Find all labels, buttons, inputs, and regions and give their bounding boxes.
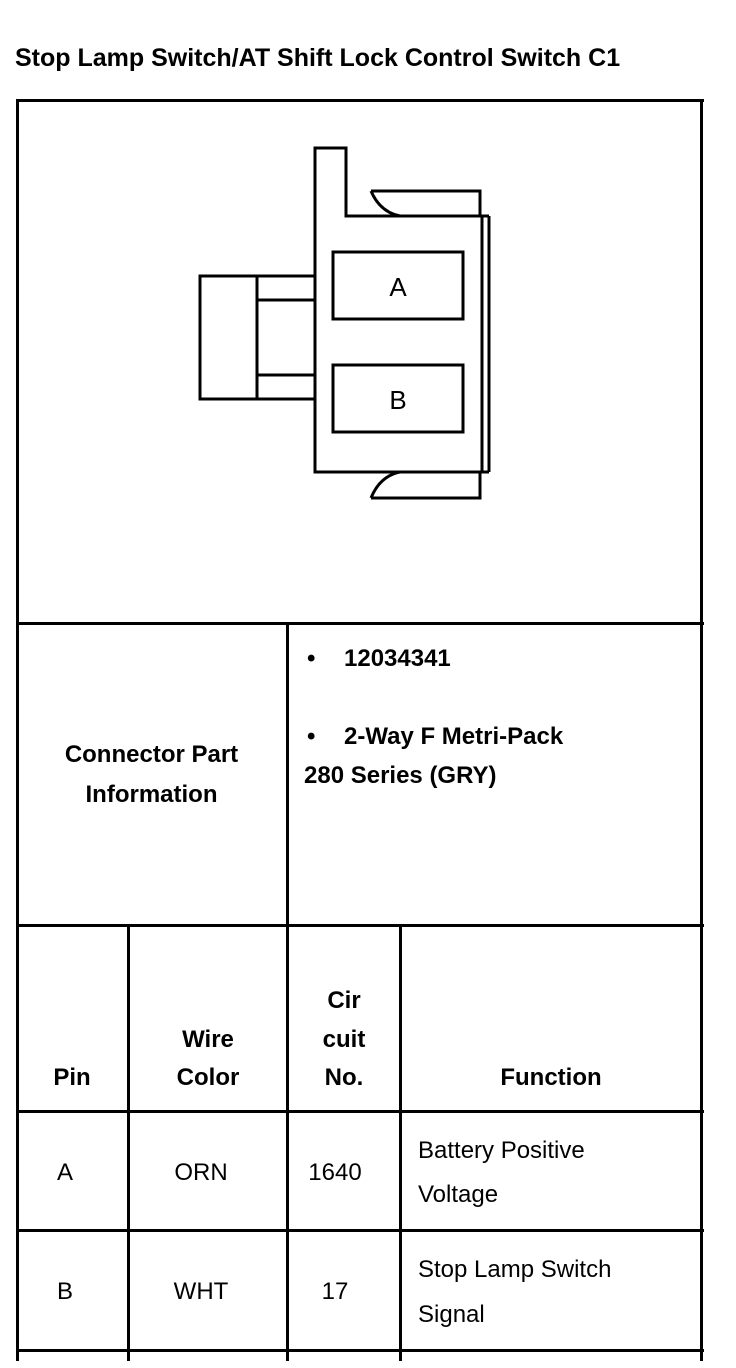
- row-b-pin: B: [56, 1278, 73, 1305]
- connector-info-label-1: Connector Part: [64, 741, 239, 768]
- divider-diagram-bottom: [17, 622, 704, 625]
- row-b-circuit: 17: [321, 1278, 349, 1305]
- header-circuit-3: No.: [324, 1064, 364, 1091]
- pin-a-label: A: [389, 272, 407, 302]
- header-wire-color-1: Wire: [182, 1026, 234, 1053]
- header-circuit-2: cuit: [322, 1026, 366, 1053]
- row-a-pin: A: [56, 1159, 73, 1186]
- bullet-1: •: [307, 645, 316, 672]
- divider-header-bottom: [17, 1110, 704, 1113]
- table-top-border: [17, 99, 704, 102]
- connector-top-latch: [369, 189, 482, 218]
- header-pin: Pin: [53, 1064, 91, 1091]
- connector-description-2: 280 Series (GRY): [304, 762, 497, 789]
- pin-cavity-a: [331, 250, 465, 321]
- divider-function-column: [399, 925, 402, 1361]
- row-b-wire-color: WHT: [173, 1278, 229, 1305]
- pin-b-label: B: [389, 385, 407, 415]
- divider-connector-bottom: [17, 924, 704, 927]
- header-function: Function: [500, 1064, 602, 1091]
- row-a-function-1: Battery Positive: [418, 1137, 585, 1164]
- table-right-border: [700, 99, 703, 1361]
- row-b-function-2: Signal: [418, 1301, 485, 1328]
- pin-cavity-b: [331, 363, 465, 434]
- divider-pin-column: [127, 925, 130, 1361]
- bullet-2: •: [307, 723, 316, 750]
- divider-row-a-bottom: [17, 1229, 704, 1232]
- row-a-circuit: 1640: [308, 1159, 362, 1186]
- part-number: 12034341: [344, 645, 451, 672]
- divider-connector-column: [286, 623, 289, 1361]
- connector-info-label-2: Information: [85, 781, 218, 808]
- connector-description-1: 2-Way F Metri-Pack: [344, 723, 564, 750]
- row-a-function-2: Voltage: [418, 1181, 499, 1208]
- table-bottom-border: [17, 1349, 704, 1352]
- row-b-function-1: Stop Lamp Switch: [418, 1256, 612, 1283]
- row-a-wire-color: ORN: [174, 1159, 228, 1186]
- connector-bottom-latch: [369, 470, 482, 500]
- page-title: Stop Lamp Switch/AT Shift Lock Control S…: [15, 44, 621, 72]
- connector-body-outline: [313, 146, 484, 474]
- header-wire-color-2: Color: [176, 1064, 240, 1091]
- header-circuit-1: Cir: [327, 987, 361, 1014]
- table-left-border: [16, 99, 19, 1361]
